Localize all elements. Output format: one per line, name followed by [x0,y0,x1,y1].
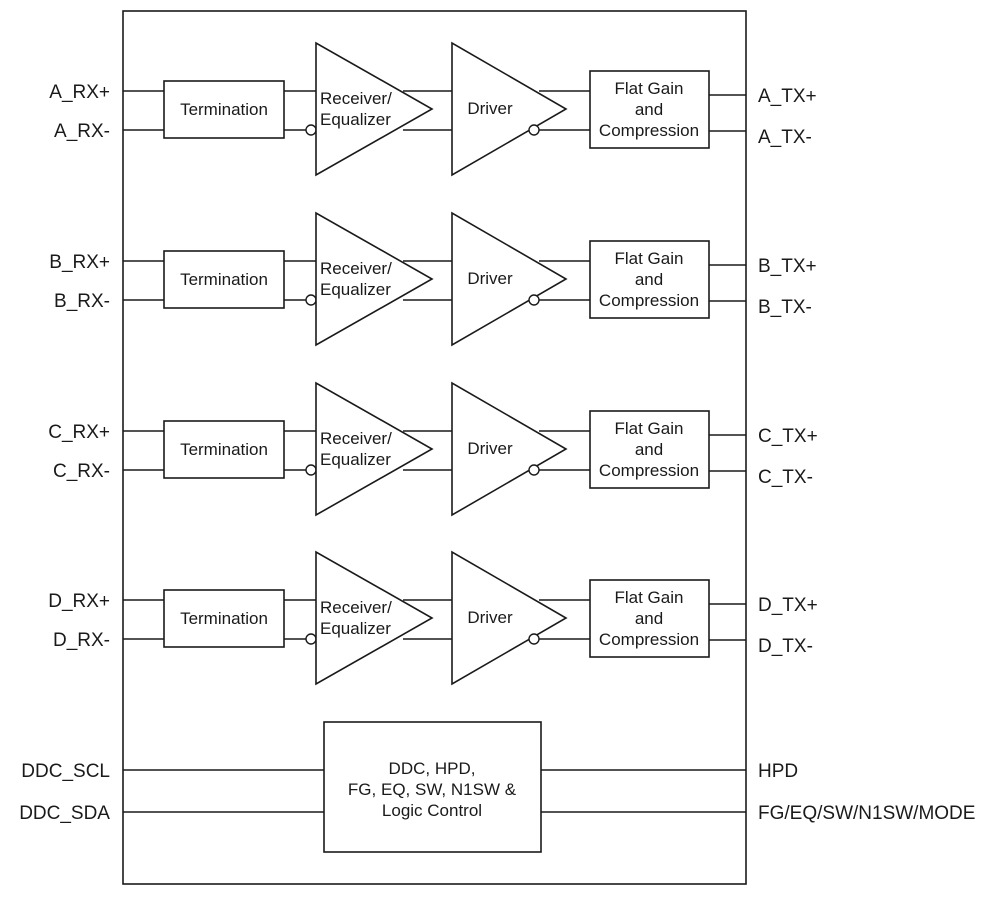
receiver-label-line2: Equalizer [320,280,391,299]
inverting-input-bubble [305,464,317,476]
rx-minus-pin-label: D_RX- [53,630,110,651]
inverting-input-bubble [305,633,317,645]
termination-label: Termination [180,440,268,459]
rx-minus-pin-label: A_RX- [54,121,110,142]
flat-gain-label-line1: Flat Gain [615,588,684,607]
receiver-equalizer-amplifier [315,550,434,686]
driver-amplifier [451,41,568,177]
rx-plus-pin-label: A_RX+ [49,82,110,103]
logic-control-label-line1: DDC, HPD, [389,759,476,778]
termination-block [163,420,285,479]
flat-gain-label-line1: Flat Gain [615,79,684,98]
flat-gain-label-line2: and [635,440,663,459]
control-input-pin-label: DDC_SDA [19,803,110,824]
inverting-output-bubble [528,464,540,476]
tx-minus-pin-label: B_TX- [758,297,812,318]
flat-gain-compression-block [589,240,710,319]
flat-gain-compression-block [589,410,710,489]
driver-amplifier [451,211,568,347]
tx-minus-pin-label: D_TX- [758,636,813,657]
rx-minus-pin-label: B_RX- [54,291,110,312]
tx-plus-pin-label: D_TX+ [758,595,818,616]
driver-label: Driver [467,608,513,627]
flat-gain-label-line1: Flat Gain [615,419,684,438]
logic-control-label-line2: FG, EQ, SW, N1SW & [348,780,517,799]
termination-label: Termination [180,609,268,628]
control-section: DDC, HPD, FG, EQ, SW, N1SW & Logic Control… [19,721,975,853]
flat-gain-label-line3: Compression [599,121,699,140]
tx-plus-pin-label: C_TX+ [758,426,818,447]
inverting-output-bubble [528,633,540,645]
receiver-equalizer-amplifier [315,211,434,347]
receiver-equalizer-amplifier [315,41,434,177]
rx-plus-pin-label: D_RX+ [48,591,110,612]
driver-label: Driver [467,439,513,458]
inverting-input-bubble [305,124,317,136]
control-output-pin-label: HPD [758,761,798,782]
termination-block [163,589,285,648]
driver-amplifier [451,381,568,517]
flat-gain-label-line3: Compression [599,630,699,649]
rx-plus-pin-label: C_RX+ [48,422,110,443]
inverting-output-bubble [528,124,540,136]
driver-label: Driver [467,99,513,118]
channel-b: B_RX+ B_RX- Termination Receiver/Equalizer D… [49,211,817,347]
channel-d: D_RX+D_RX-TerminationReceiver/EqualizerD… [48,550,818,686]
logic-control-block [323,721,542,853]
control-input-pin-label: DDC_SCL [21,761,110,782]
driver-amplifier [451,550,568,686]
flat-gain-label-line1: Flat Gain [615,249,684,268]
inverting-input-bubble [305,294,317,306]
flat-gain-label-line3: Compression [599,291,699,310]
receiver-label-line1: Receiver/ [320,598,392,617]
receiver-label-line2: Equalizer [320,619,391,638]
tx-plus-pin-label: B_TX+ [758,256,817,277]
receiver-label-line2: Equalizer [320,110,391,129]
flat-gain-label-line2: and [635,270,663,289]
receiver-label-line1: Receiver/ [320,429,392,448]
flat-gain-compression-block [589,70,710,149]
termination-block [163,250,285,309]
driver-label: Driver [467,269,513,288]
termination-label: Termination [180,100,268,119]
tx-minus-pin-label: A_TX- [758,127,812,148]
flat-gain-label-line3: Compression [599,461,699,480]
control-output-pin-label: FG/EQ/SW/N1SW/MODE [758,803,975,824]
channel-a: A_RX+ A_RX- Termination Receiver/Equalizer D… [49,41,817,177]
channel-c: C_RX+ C_RX- Termination Receiver/Equalizer D… [48,381,818,517]
receiver-label-line1: Receiver/ [320,89,392,108]
tx-plus-pin-label: A_TX+ [758,86,817,107]
tx-minus-pin-label: C_TX- [758,467,813,488]
rx-plus-pin-label: B_RX+ [49,252,110,273]
receiver-label-line2: Equalizer [320,450,391,469]
flat-gain-compression-block [589,579,710,658]
flat-gain-label-line2: and [635,609,663,628]
logic-control-label-line3: Logic Control [382,801,482,820]
inverting-output-bubble [528,294,540,306]
termination-block [163,80,285,139]
rx-minus-pin-label: C_RX- [53,461,110,482]
receiver-equalizer-amplifier [315,381,434,517]
receiver-label-line1: Receiver/ [320,259,392,278]
termination-label: Termination [180,270,268,289]
flat-gain-label-line2: and [635,100,663,119]
